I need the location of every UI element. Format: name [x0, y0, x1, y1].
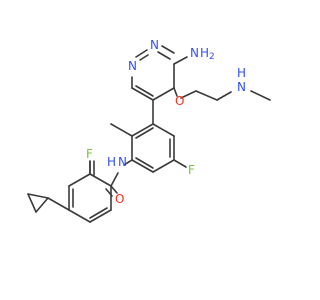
- bond: [135, 49, 148, 58]
- molecule-canvas: N H 2 N N O N H F N H F O: [27, 38, 271, 223]
- bond: [135, 127, 154, 139]
- bond: [110, 185, 118, 194]
- bond: [152, 87, 175, 101]
- pyrimidine-n-left: N: [128, 59, 137, 73]
- bond: [173, 56, 188, 65]
- ether-oxygen: O: [175, 94, 184, 108]
- amide-n: N: [118, 155, 127, 169]
- bond: [123, 159, 133, 166]
- bond: [35, 197, 49, 213]
- bond: [139, 54, 149, 61]
- bond: [173, 159, 187, 168]
- amine-h-count: 2: [209, 52, 215, 62]
- amine-nh2-label: N H 2: [190, 46, 215, 62]
- methylamine-nh-label: N H: [237, 66, 246, 94]
- methylamine-h: H: [237, 66, 246, 80]
- bond: [27, 193, 49, 199]
- bond: [89, 209, 112, 223]
- bond: [216, 91, 232, 101]
- bond: [250, 90, 271, 101]
- pyrimidine-n-top: N: [150, 38, 159, 52]
- carbonyl-oxygen: O: [115, 192, 124, 206]
- benzoyl-fluorine: F: [86, 147, 93, 161]
- bond: [68, 209, 91, 223]
- bond: [157, 51, 171, 60]
- bond: [89, 207, 108, 219]
- bond: [135, 85, 154, 97]
- amine-n: N: [190, 46, 199, 60]
- bond: [110, 172, 119, 187]
- bond: [68, 173, 91, 187]
- bond: [173, 87, 178, 97]
- bond: [152, 123, 175, 137]
- bond: [27, 193, 37, 213]
- bond: [195, 90, 218, 101]
- amide-nh-label: N H: [107, 155, 127, 169]
- amine-h: H: [200, 46, 209, 60]
- bond: [131, 159, 154, 173]
- methylamine-n: N: [237, 80, 246, 94]
- molecule-drawing: N H 2 N N O N H F N H F O: [27, 38, 271, 223]
- bond: [131, 87, 154, 101]
- amide-h: H: [107, 155, 116, 169]
- bond: [180, 90, 197, 99]
- bond: [152, 159, 175, 173]
- bond: [47, 197, 70, 211]
- bond: [110, 123, 133, 137]
- ring-fluorine: F: [188, 163, 195, 177]
- bond: [89, 173, 112, 187]
- bond: [135, 157, 154, 169]
- bond: [161, 45, 175, 54]
- bond: [131, 123, 154, 137]
